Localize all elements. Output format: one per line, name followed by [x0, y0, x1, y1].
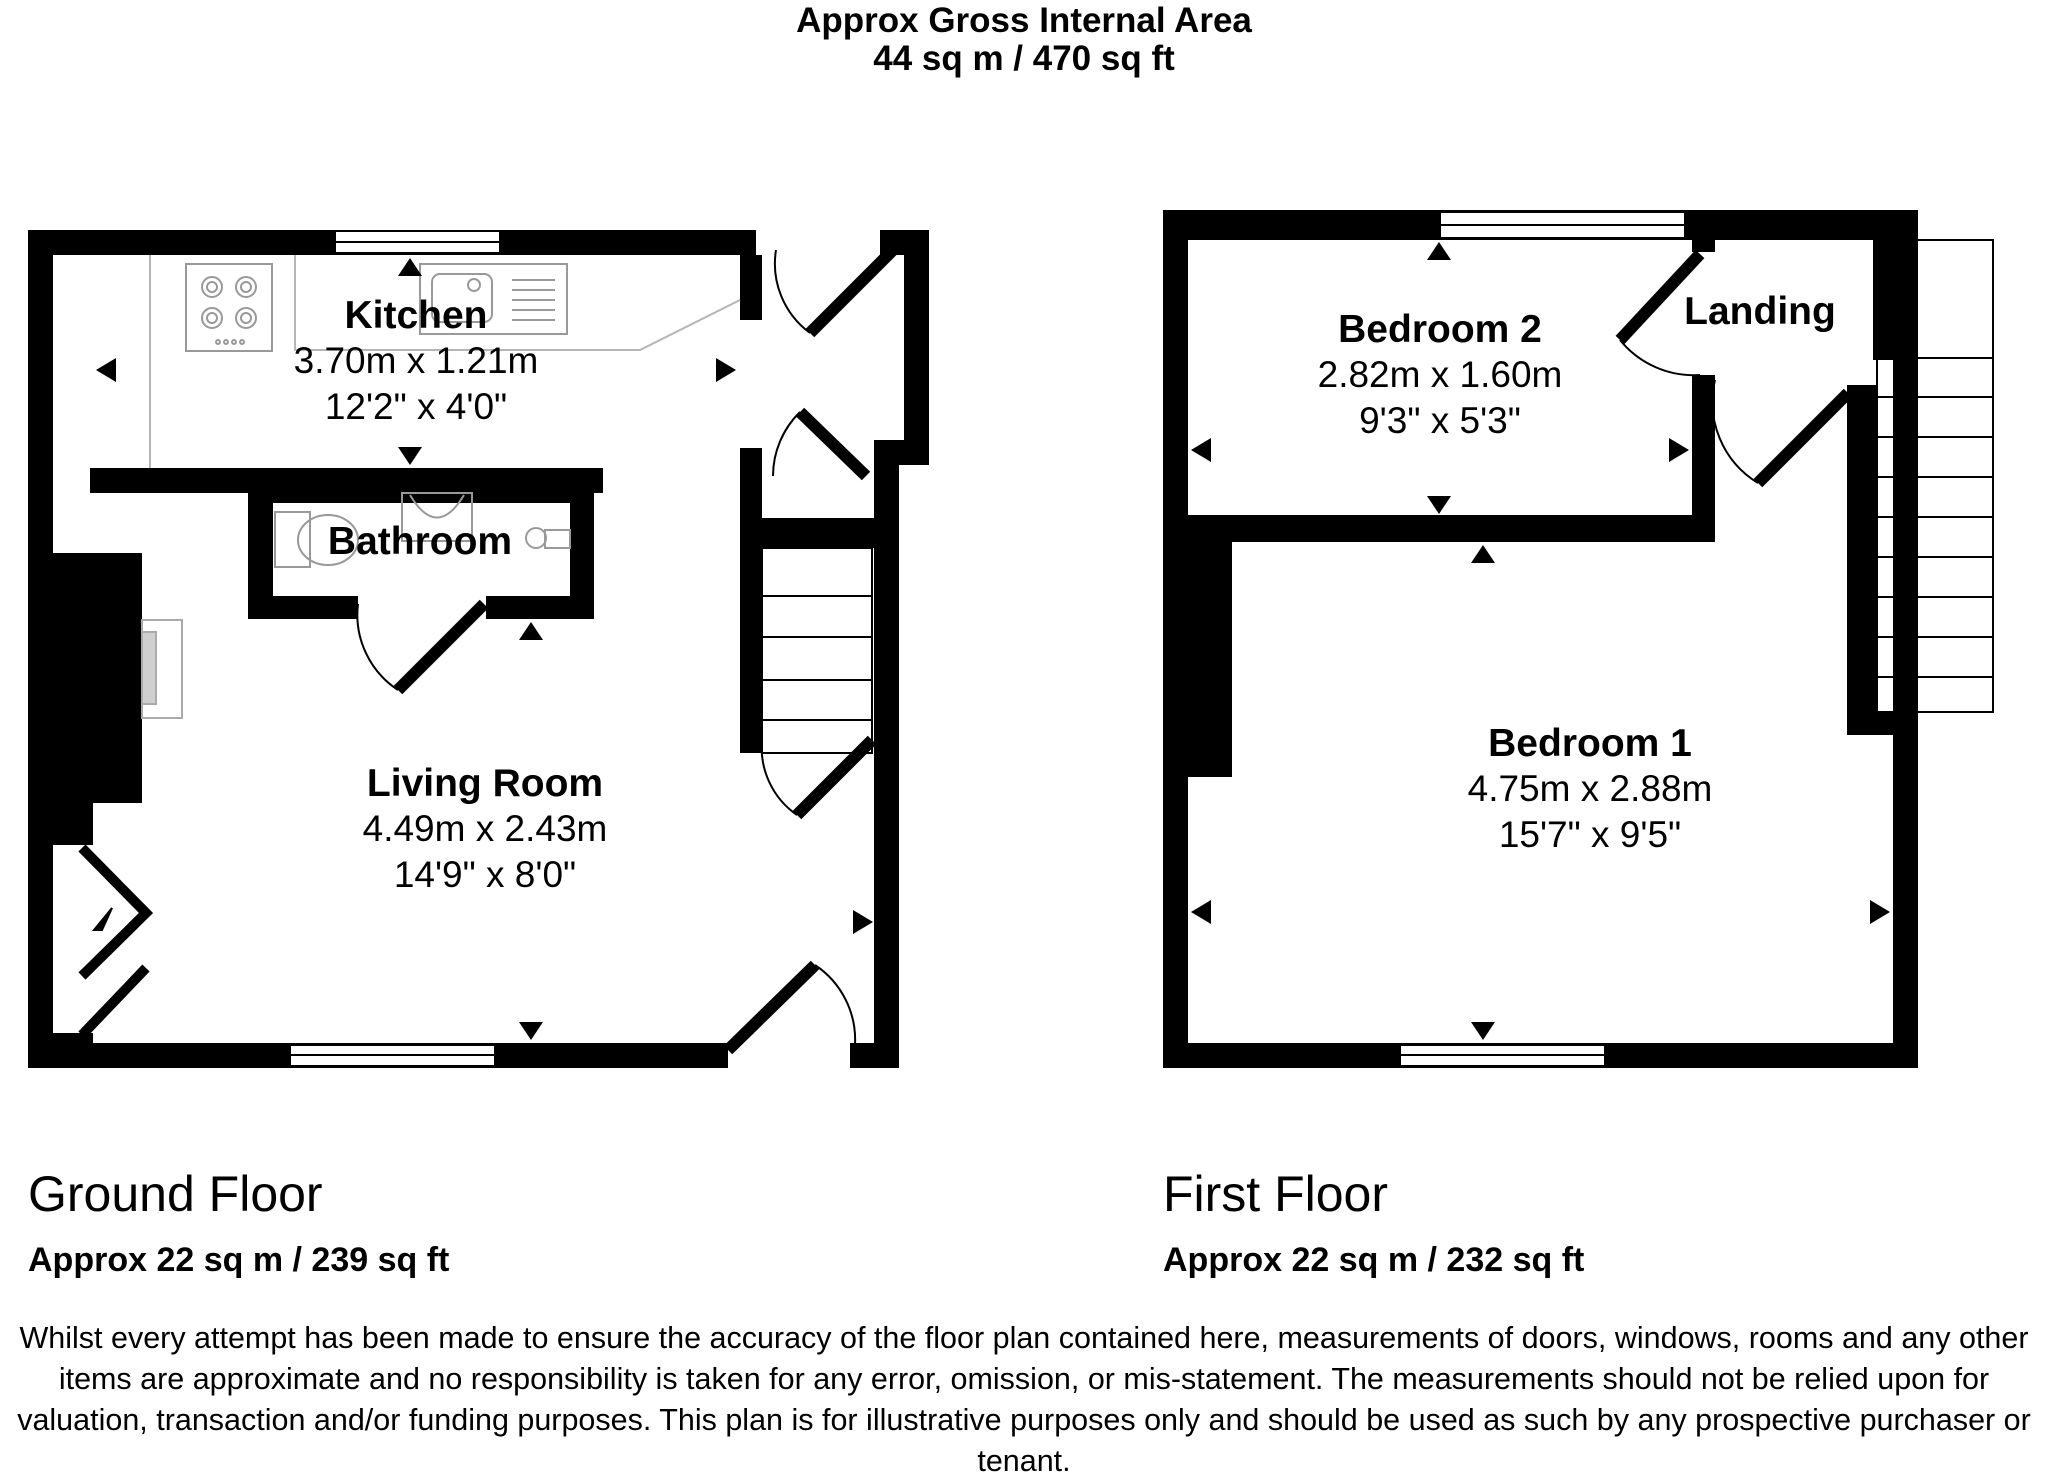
living-room-metric: 4.49m x 2.43m	[362, 808, 608, 849]
first-floor-stairs	[1876, 239, 1994, 713]
front-door	[773, 238, 905, 338]
bedroom2-imperial: 9'3" x 5'3"	[1359, 400, 1521, 441]
ground-floor-area: Approx 22 sq m / 239 sq ft	[28, 1241, 450, 1279]
bedroom2-label: Bedroom 2	[1338, 308, 1542, 351]
ground-floor-title: Ground Floor	[28, 1166, 323, 1222]
kitchen-hob	[185, 263, 273, 352]
ground-floor-walls	[28, 230, 929, 1068]
gross-area-title: Approx Gross Internal Area	[796, 1, 1252, 40]
kitchen-label: Kitchen	[344, 294, 488, 337]
kitchen-sink	[419, 263, 568, 335]
fireplace	[141, 619, 183, 719]
bathroom-fixtures	[274, 492, 571, 568]
ground-floor-doors	[78, 238, 905, 1055]
kitchen-imperial: 12'2" x 4'0"	[324, 386, 508, 427]
bathroom-door	[356, 599, 489, 695]
first-floor-plan	[1163, 210, 1994, 1068]
kitchen-metric: 3.70m x 1.21m	[293, 340, 539, 381]
bedroom2-door	[1615, 249, 1705, 377]
living-room-label: Living Room	[366, 762, 604, 805]
bathroom-label: Bathroom	[327, 520, 513, 563]
first-floor-windows	[1399, 211, 1686, 1067]
first-floor-title: First Floor	[1163, 1166, 1388, 1222]
bedroom1-imperial: 15'7" x 9'5"	[1498, 814, 1682, 855]
ground-floor-stairs	[761, 547, 873, 754]
first-floor-area: Approx 22 sq m / 232 sq ft	[1163, 1241, 1585, 1279]
ground-floor-plan	[28, 230, 929, 1068]
bedroom1-door	[1711, 379, 1853, 488]
bedroom1-metric: 4.75m x 2.88m	[1467, 768, 1713, 809]
ground-floor-dimension-arrows	[96, 258, 873, 1040]
hall-door	[772, 407, 871, 481]
living-room-imperial: 14'9" x 8'0"	[393, 854, 577, 895]
kitchen-worktop	[149, 255, 741, 468]
bifold-door	[78, 844, 154, 1039]
disclaimer-text: Whilst every attempt has been made to en…	[17, 1321, 2031, 1478]
first-floor-dimension-arrows	[1191, 242, 1890, 1040]
understairs-door	[760, 735, 877, 820]
back-door	[723, 960, 857, 1055]
first-floor-doors	[1615, 249, 1853, 488]
ground-floor-windows	[289, 230, 501, 1067]
gross-area-value: 44 sq m / 470 sq ft	[873, 39, 1175, 78]
landing-label: Landing	[1684, 290, 1836, 333]
bedroom1-label: Bedroom 1	[1488, 722, 1692, 765]
bedroom2-metric: 2.82m x 1.60m	[1317, 354, 1563, 395]
